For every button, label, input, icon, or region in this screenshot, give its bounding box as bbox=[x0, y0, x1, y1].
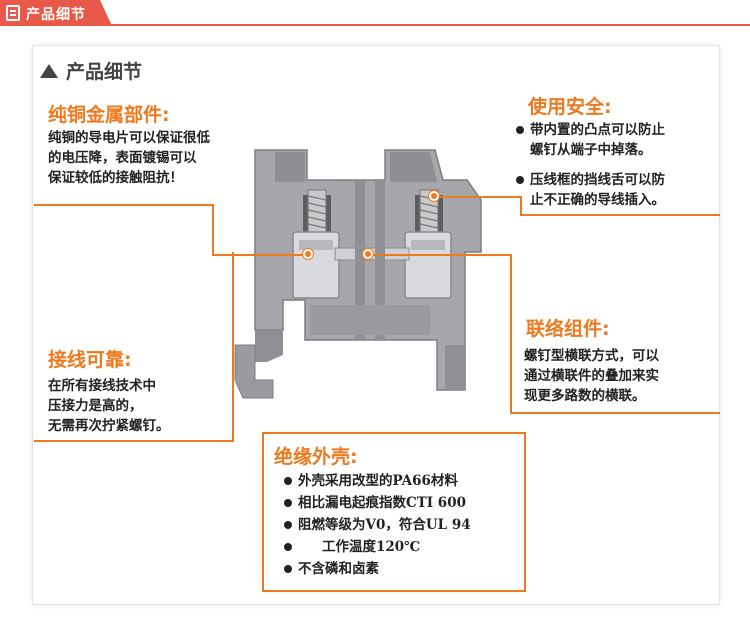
insulation-box bbox=[262, 432, 526, 592]
bullet-dot-icon bbox=[516, 176, 524, 184]
copper-line: 保证较低的接触阻抗！ bbox=[48, 170, 183, 186]
bridge-hline2 bbox=[510, 412, 720, 414]
insulation-text: 外壳采用改型的PA66材料 相比漏电起痕指数CTI 600 阻燃等级为V0，符合… bbox=[284, 470, 471, 580]
insulation-line: 不含磷和卤素 bbox=[298, 561, 379, 577]
safety-marker-dot bbox=[429, 191, 439, 201]
insulation-bullet: 阻燃等级为V0，符合UL 94 bbox=[284, 514, 471, 536]
safety-text: 带内置的凸点可以防止 螺钉从端子中掉落。 压线框的挡线舌可以防 止不正确的导线插… bbox=[516, 120, 716, 210]
connect-vline bbox=[232, 252, 234, 442]
connect-line: 压接力是高的， bbox=[48, 398, 143, 414]
safety-line: 螺钉从端子中掉落。 bbox=[530, 142, 652, 158]
safety-hline bbox=[440, 196, 522, 198]
bridge-line: 现更多路数的横联。 bbox=[524, 388, 646, 404]
safety-bullet: 带内置的凸点可以防止 螺钉从端子中掉落。 bbox=[516, 120, 716, 160]
bridge-hline bbox=[372, 254, 512, 256]
header-underline bbox=[0, 24, 750, 26]
copper-text: 纯铜的导电片可以保证很低 的电压降，表面镀锡可以 保证较低的接触阻抗！ bbox=[48, 128, 210, 188]
top-header-bar: 产品细节 bbox=[0, 0, 750, 28]
bridge-line: 通过横联件的叠加来实 bbox=[524, 368, 659, 384]
bullet-dot-icon bbox=[284, 521, 292, 529]
document-icon bbox=[6, 5, 20, 21]
insulation-line: 阻燃等级为V0，符合UL 94 bbox=[298, 517, 471, 533]
copper-hline bbox=[34, 204, 214, 206]
copper-marker-dot bbox=[303, 249, 313, 259]
copper-line: 纯铜的导电片可以保证很低 bbox=[48, 130, 210, 146]
copper-hline2 bbox=[212, 254, 307, 256]
bullet-dot-icon bbox=[284, 543, 292, 551]
triangle-icon bbox=[40, 64, 58, 78]
copper-vline bbox=[212, 204, 214, 256]
terminal-block-image bbox=[234, 149, 482, 399]
insulation-line: 外壳采用改型的PA66材料 bbox=[298, 473, 458, 489]
safety-bullet: 压线框的挡线舌可以防 止不正确的导线插入。 bbox=[516, 170, 716, 210]
bridge-title: 联络组件: bbox=[526, 318, 610, 340]
safety-line: 压线框的挡线舌可以防 bbox=[530, 172, 665, 188]
bullet-dot-icon bbox=[284, 499, 292, 507]
bridge-marker-dot bbox=[363, 249, 373, 259]
copper-title: 纯铜金属部件: bbox=[48, 104, 170, 126]
connect-line: 无需再次拧紧螺钉。 bbox=[48, 418, 170, 434]
insulation-title: 绝缘外壳: bbox=[274, 446, 358, 468]
connect-title: 接线可靠: bbox=[48, 349, 132, 371]
section-title: 产品细节 bbox=[40, 57, 142, 84]
connect-hline bbox=[34, 440, 234, 442]
safety-hline2 bbox=[520, 214, 720, 216]
connect-line: 在所有接线技术中 bbox=[48, 378, 156, 394]
bullet-dot-icon bbox=[284, 477, 292, 485]
insulation-bullet: 不含磷和卤素 bbox=[284, 558, 471, 580]
safety-title: 使用安全: bbox=[528, 96, 612, 118]
bridge-vline bbox=[510, 254, 512, 414]
bullet-dot-icon bbox=[284, 565, 292, 573]
bridge-text: 螺钉型横联方式，可以 通过横联件的叠加来实 现更多路数的横联。 bbox=[524, 346, 659, 406]
insulation-bullet: 外壳采用改型的PA66材料 bbox=[284, 470, 471, 492]
connect-text: 在所有接线技术中 压接力是高的， 无需再次拧紧螺钉。 bbox=[48, 376, 170, 436]
insulation-bullet: 相比漏电起痕指数CTI 600 bbox=[284, 492, 471, 514]
bridge-line: 螺钉型横联方式，可以 bbox=[524, 348, 659, 364]
insulation-line: 相比漏电起痕指数CTI 600 bbox=[298, 495, 466, 511]
insulation-line: 工作温度120℃ bbox=[322, 539, 421, 555]
safety-vline bbox=[520, 196, 522, 216]
header-tab-label: 产品细节 bbox=[26, 7, 86, 23]
bullet-dot-icon bbox=[516, 126, 524, 134]
safety-line: 止不正确的导线插入。 bbox=[530, 192, 665, 208]
copper-line: 的电压降，表面镀锡可以 bbox=[48, 150, 197, 166]
insulation-bullet: 工作温度120℃ bbox=[284, 536, 471, 558]
section-title-text: 产品细节 bbox=[66, 61, 143, 83]
safety-line: 带内置的凸点可以防止 bbox=[530, 122, 665, 138]
